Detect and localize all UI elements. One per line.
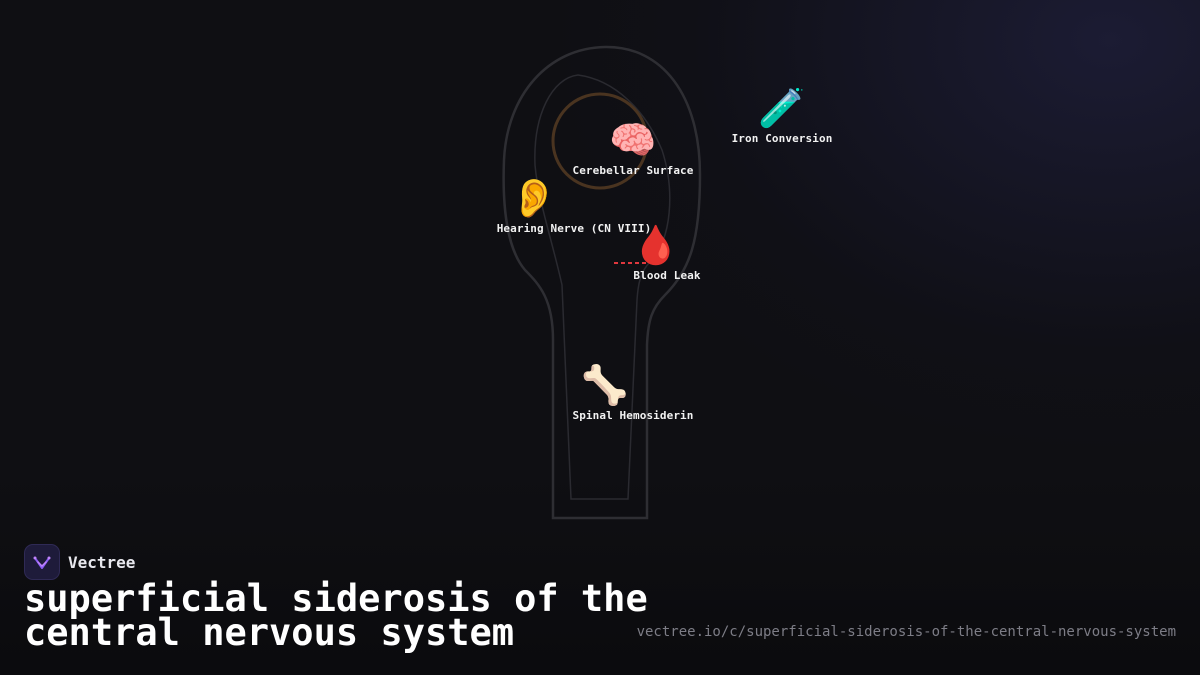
cerebellum-ring (551, 92, 649, 190)
title-line-1: superficial siderosis of the (24, 577, 648, 620)
bone-icon: 🦴 (581, 363, 629, 407)
inner-outline (534, 74, 671, 500)
node-hearing-nerve: 👂 Hearing Nerve (CN VIII) (497, 176, 652, 235)
source-url[interactable]: vectree.io/c/superficial-siderosis-of-th… (636, 624, 1176, 640)
brain-icon: 🧠 (609, 118, 657, 162)
outer-outline (502, 45, 702, 520)
node-label: Spinal Hemosiderin (572, 409, 694, 422)
vectree-logo-mark (33, 556, 51, 569)
node-iron-conversion: 🧪 Iron Conversion (732, 86, 833, 145)
node-label: Cerebellar Surface (572, 164, 694, 177)
node-spinal-hemosiderin: 🦴 Spinal Hemosiderin (572, 363, 693, 422)
node-label: Blood Leak (633, 269, 701, 282)
node-label: Hearing Nerve (CN VIII) (496, 222, 652, 235)
page-title: superficial siderosis of the central ner… (24, 580, 664, 651)
node-label: Iron Conversion (731, 132, 833, 145)
brand: Vectree (24, 544, 135, 580)
test-tube-icon: 🧪 (758, 86, 806, 130)
blood-drop-icon: 🩸 (632, 223, 680, 267)
node-blood-leak: 🩸 Blood Leak (632, 223, 701, 282)
brand-name: Vectree (68, 552, 136, 572)
node-cerebellar-surface: 🧠 Cerebellar Surface (572, 118, 693, 177)
ear-icon: 👂 (510, 176, 558, 220)
vectree-logo-icon (24, 544, 60, 580)
title-line-2: central nervous system (24, 611, 515, 654)
